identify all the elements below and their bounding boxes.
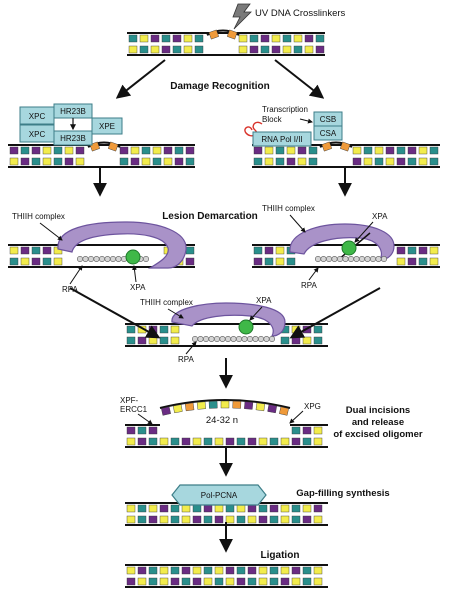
dna-gap-filling xyxy=(125,502,328,526)
tfiih-label-merged: THIIH complex xyxy=(140,298,193,307)
pol-pcna-label: Pol-PCNA xyxy=(201,491,238,500)
oligo-size-label: 24-32 n xyxy=(206,415,238,426)
tfiih-label-left: THIIH complex xyxy=(12,212,65,221)
step-ligation: Ligation xyxy=(261,550,300,561)
xpa-label-right: XPA xyxy=(372,212,388,221)
arrow-right-merge xyxy=(289,287,381,339)
xpa-left xyxy=(125,249,141,265)
xpe-box xyxy=(91,117,123,135)
lightning-icon xyxy=(232,3,252,30)
csb-label: CSB xyxy=(320,115,336,124)
arrow-left-merge xyxy=(69,287,161,339)
xpa-right xyxy=(341,240,357,256)
dna-intact-top xyxy=(127,29,325,56)
transcription-block-line1: Transcription xyxy=(262,105,308,114)
step-dual-incisions-1: Dual incisions xyxy=(346,405,410,416)
xpa-merged xyxy=(238,319,254,335)
tfiih-complex-right xyxy=(289,223,395,261)
rpa-beads-merged xyxy=(192,335,275,342)
csa-box xyxy=(313,125,343,141)
transcription-block-line2: Block xyxy=(262,115,283,124)
xpa-label-merged: XPA xyxy=(256,296,272,305)
xpg-label: XPG xyxy=(304,402,321,411)
tcr-recognition-complex: Transcription Block CSB CSA RNA Pol I/II xyxy=(244,105,343,147)
rna-pol-label: RNA Pol I/II xyxy=(261,135,302,144)
tfiih-complex-merged xyxy=(171,302,286,337)
step-gap-filling: Gap-filling synthesis xyxy=(296,488,389,499)
rpa-label-right: RPA xyxy=(301,281,318,290)
xpf-label-1: XPF- xyxy=(120,396,139,405)
hr23b-label-1: HR23B xyxy=(60,107,86,116)
ggr-recognition-complex: XPC HR23B XPE XPC HR23B xyxy=(19,103,123,146)
dna-incision-gap xyxy=(125,424,328,448)
step-dual-incisions-2: and release xyxy=(352,417,404,428)
arrow-to-tcr xyxy=(274,59,325,99)
hr23b-box-2 xyxy=(53,130,93,146)
rpa-label-merged: RPA xyxy=(178,355,195,364)
csa-label: CSA xyxy=(320,129,337,138)
dna-demarcation-right xyxy=(252,244,440,268)
xpf-label-2: ERCC1 xyxy=(120,405,148,414)
flow-arrows xyxy=(69,59,381,553)
arrow-to-ggr xyxy=(115,59,166,99)
xpc-label-1: XPC xyxy=(29,112,46,121)
xpc-label-2: XPC xyxy=(29,130,46,139)
uv-crosslinkers-label: UV DNA Crosslinkers xyxy=(255,8,346,19)
excised-oligomer xyxy=(159,399,291,416)
rpa-label-left: RPA xyxy=(62,285,79,294)
xpe-label: XPE xyxy=(99,122,115,131)
step-lesion-demarcation: Lesion Demarcation xyxy=(162,211,258,222)
rpa-beads-right xyxy=(314,255,387,262)
rna-pol-box xyxy=(252,131,312,147)
pol-pcna-complex xyxy=(171,484,267,506)
step-damage-recognition: Damage Recognition xyxy=(170,81,269,92)
xpa-label-left: XPA xyxy=(130,283,146,292)
step-dual-incisions-3: of excised oligomer xyxy=(333,429,423,440)
tfiih-label-right: THIIH complex xyxy=(262,204,315,213)
hr23b-label-2: HR23B xyxy=(60,134,86,143)
dna-ligated xyxy=(125,564,328,588)
tfiih-complex-left xyxy=(57,221,187,269)
dna-ggr-recognition xyxy=(8,141,195,168)
